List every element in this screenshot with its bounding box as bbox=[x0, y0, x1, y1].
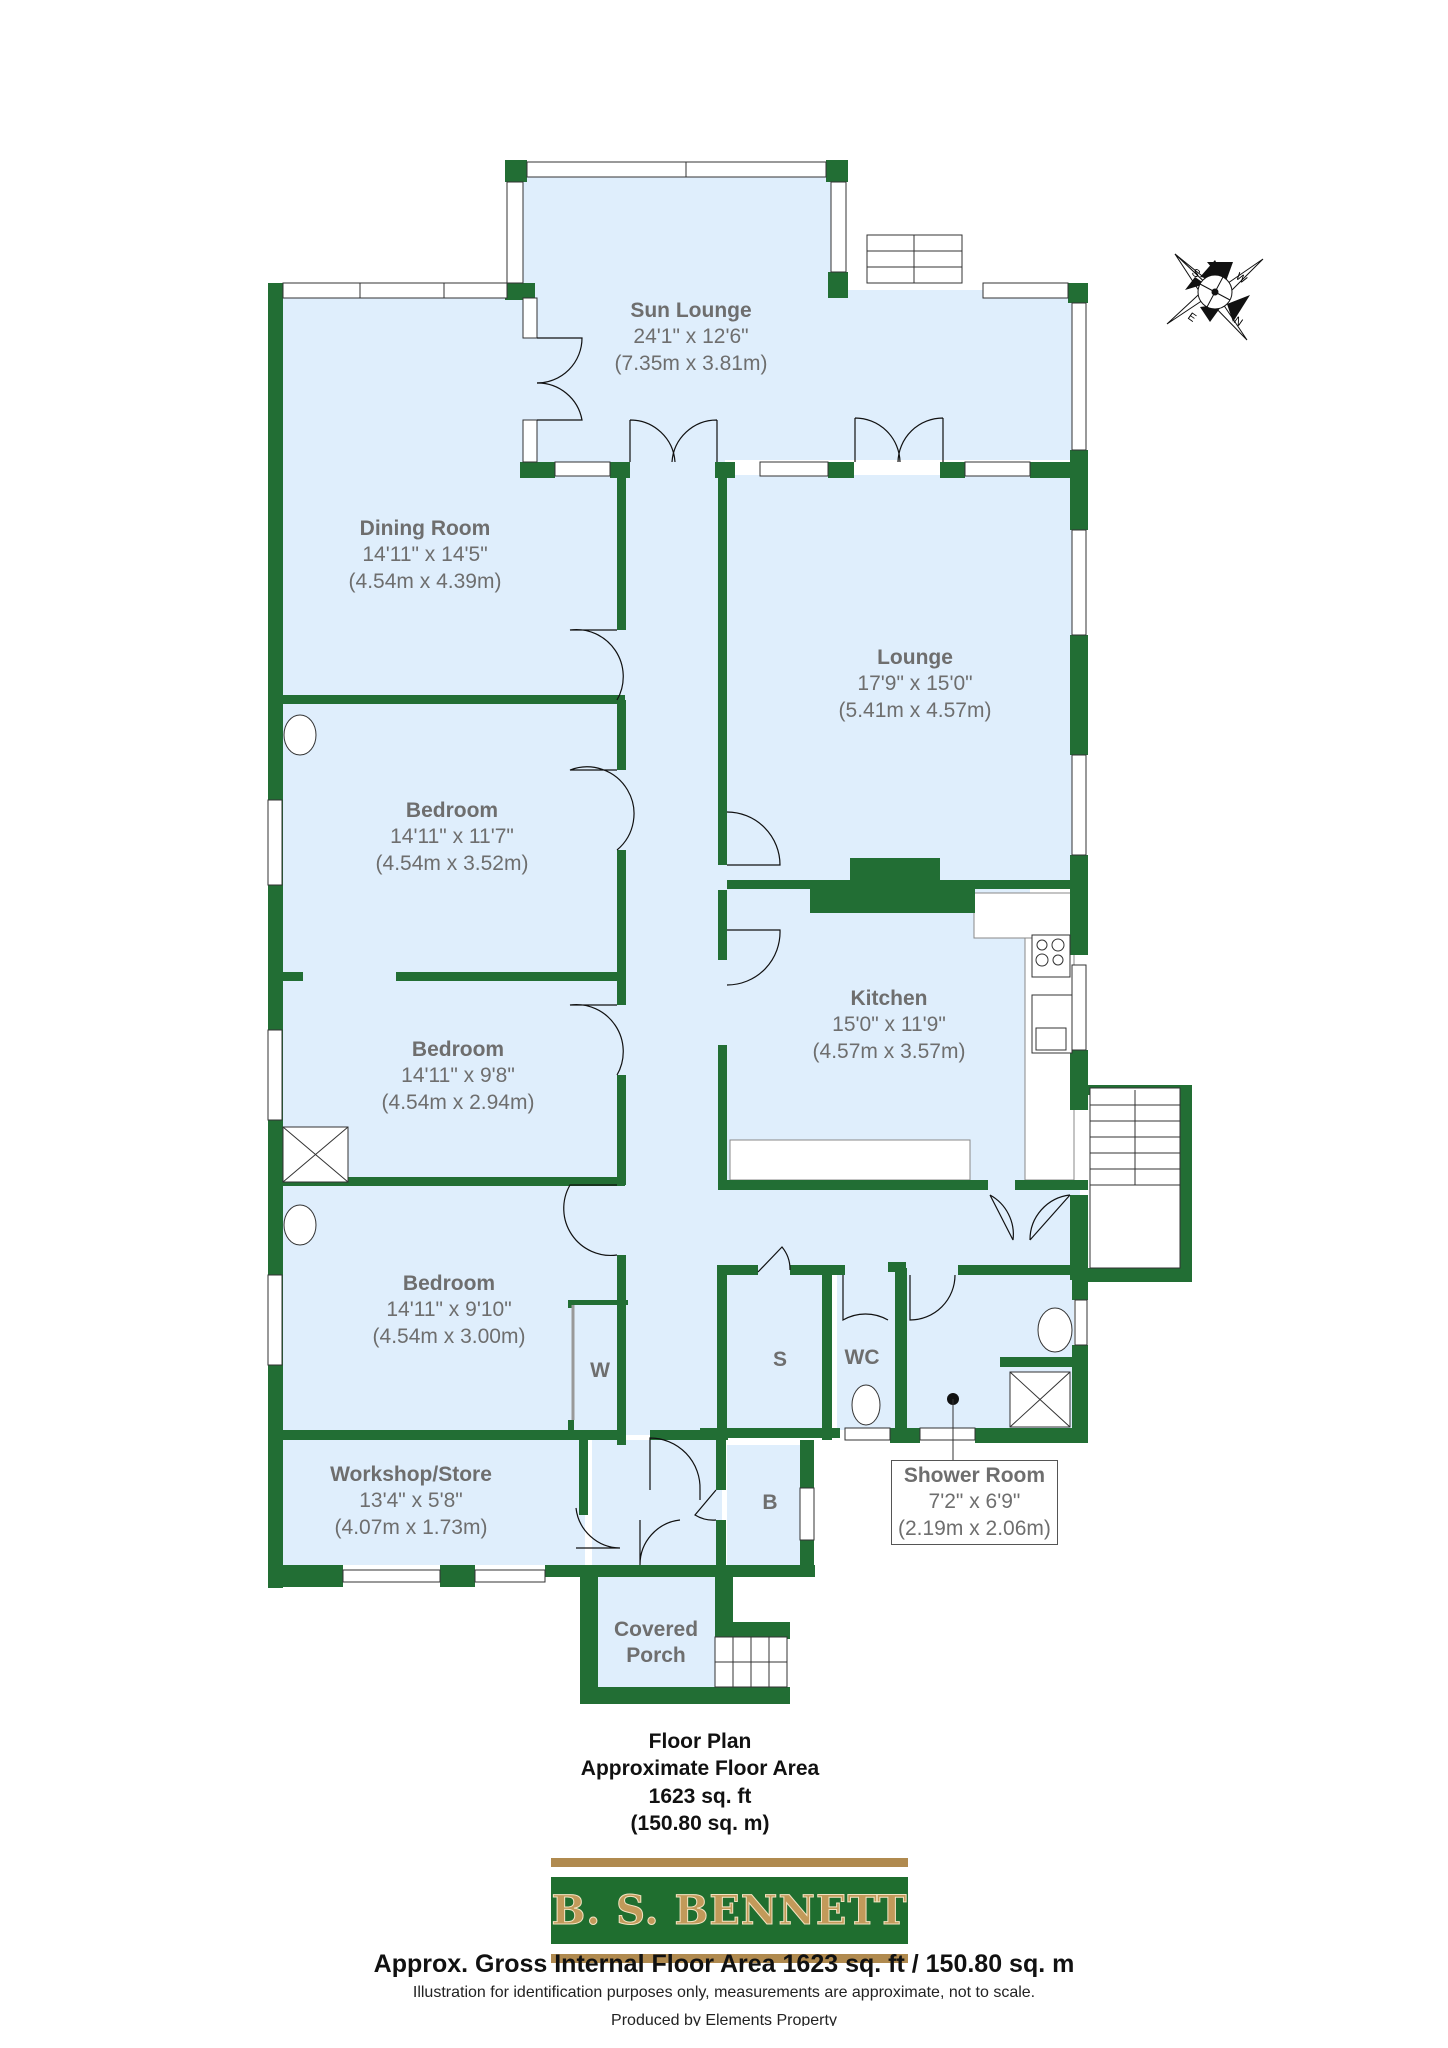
room-name: Kitchen bbox=[850, 987, 928, 1010]
room-dim-metric: (4.54m x 3.00m) bbox=[372, 1324, 526, 1348]
room-label-bedroom-3: Bedroom 14'11" x 9'10" (4.54m x 3.00m) bbox=[373, 1271, 526, 1350]
room-label-bedroom-2: Bedroom 14'11" x 9'8" (4.54m x 2.94m) bbox=[382, 1037, 535, 1116]
room-dim-imperial: 14'11" x 14'5" bbox=[362, 543, 488, 567]
produced-by-text: Produced by Elements Property bbox=[611, 2012, 837, 2026]
room-dim-metric: (4.54m x 4.39m) bbox=[348, 569, 502, 593]
gross-area-text: Approx. Gross Internal Floor Area 1623 s… bbox=[373, 1950, 1075, 1978]
agency-logo: B. S. BENNETT bbox=[551, 1858, 908, 1963]
room-label-lounge: Lounge 17'9" x 15'0" (5.41m x 4.57m) bbox=[839, 645, 992, 724]
toilet-icon bbox=[851, 1384, 881, 1426]
fixtures bbox=[282, 234, 1181, 1688]
room-dim-metric: (2.19m x 2.06m) bbox=[898, 1516, 1051, 1540]
room-name: Lounge bbox=[877, 646, 953, 669]
room-name: Workshop/Store bbox=[330, 1463, 492, 1486]
room-dim-imperial: 7'2" x 6'9" bbox=[928, 1490, 1021, 1514]
room-name: WC bbox=[844, 1346, 880, 1369]
room-name: Shower Room bbox=[903, 1464, 1046, 1487]
room-name: B bbox=[762, 1491, 778, 1514]
walls bbox=[268, 160, 1192, 1704]
room-name: S bbox=[772, 1348, 788, 1371]
room-label-porch: Covered Porch bbox=[614, 1617, 698, 1670]
room-dim-metric: (4.54m x 3.52m) bbox=[375, 851, 529, 875]
room-dim-metric: (4.54m x 2.94m) bbox=[381, 1090, 535, 1114]
doors bbox=[536, 337, 1071, 1566]
logo-bar-bottom bbox=[551, 1954, 908, 1963]
windows bbox=[267, 161, 1088, 1583]
room-name: Bedroom bbox=[405, 799, 499, 822]
room-label-store: S bbox=[773, 1347, 787, 1373]
room-dim-imperial: 14'11" x 9'8" bbox=[401, 1064, 515, 1088]
summary-subtitle: Approximate Floor Area bbox=[580, 1757, 820, 1781]
room-dim-imperial: 14'11" x 11'7" bbox=[390, 825, 514, 849]
room-dim-imperial: 17'9" x 15'0" bbox=[857, 672, 973, 696]
room-dim-imperial: 24'1" x 12'6" bbox=[633, 325, 749, 349]
room-label-wc: WC bbox=[845, 1345, 880, 1371]
room-label-bedroom-1: Bedroom 14'11" x 11'7" (4.54m x 3.52m) bbox=[376, 798, 529, 877]
room-dim-metric: (5.41m x 4.57m) bbox=[838, 698, 992, 722]
logo-bar-top bbox=[551, 1858, 908, 1867]
room-name: Dining Room bbox=[359, 517, 491, 540]
room-label-sun-lounge: Sun Lounge 24'1" x 12'6" (7.35m x 3.81m) bbox=[615, 298, 768, 377]
room-dim-imperial: 15'0" x 11'9" bbox=[832, 1013, 946, 1037]
floor-fills bbox=[275, 170, 1085, 1695]
room-dim-metric: (4.57m x 3.57m) bbox=[812, 1039, 966, 1063]
room-name: W bbox=[590, 1359, 610, 1382]
room-name: Covered bbox=[613, 1618, 699, 1641]
disclaimer-text: Illustration for identification purposes… bbox=[412, 1984, 1036, 2001]
logo-text: B. S. BENNETT bbox=[551, 1887, 908, 1935]
room-label-workshop: Workshop/Store 13'4" x 5'8" (4.07m x 1.7… bbox=[330, 1462, 492, 1541]
room-label-kitchen: Kitchen 15'0" x 11'9" (4.57m x 3.57m) bbox=[813, 986, 966, 1065]
summary-title: Floor Plan bbox=[648, 1730, 752, 1753]
room-name: Bedroom bbox=[411, 1038, 505, 1061]
room-name: Sun Lounge bbox=[630, 299, 752, 322]
sink-icon bbox=[1037, 1307, 1073, 1353]
room-dim-metric: (4.07m x 1.73m) bbox=[334, 1515, 488, 1539]
room-label-wardrobe: W bbox=[590, 1358, 610, 1384]
room-name-line2: Porch bbox=[626, 1644, 686, 1668]
sink-icon bbox=[283, 714, 317, 756]
summary-sqft: 1623 sq. ft bbox=[648, 1784, 752, 1808]
room-name: Bedroom bbox=[402, 1272, 496, 1295]
room-label-dining-room: Dining Room 14'11" x 14'5" (4.54m x 4.39… bbox=[349, 516, 502, 595]
floor-area-summary: Floor Plan Approximate Floor Area 1623 s… bbox=[0, 1728, 1400, 1837]
room-label-boiler: B bbox=[762, 1490, 777, 1516]
summary-sqm: (150.80 sq. m) bbox=[630, 1811, 770, 1835]
sink-icon bbox=[283, 1204, 317, 1246]
room-dim-imperial: 13'4" x 5'8" bbox=[359, 1489, 463, 1513]
kitchen-counters bbox=[729, 892, 1075, 1181]
room-dim-metric: (7.35m x 3.81m) bbox=[614, 351, 768, 375]
svg-text:E: E bbox=[1185, 311, 1198, 325]
room-label-shower-room: Shower Room 7'2" x 6'9" (2.19m x 2.06m) bbox=[891, 1460, 1058, 1545]
logo-box: B. S. BENNETT bbox=[551, 1877, 908, 1944]
room-dim-imperial: 14'11" x 9'10" bbox=[386, 1298, 512, 1322]
compass-icon: S W N E bbox=[1166, 253, 1264, 341]
